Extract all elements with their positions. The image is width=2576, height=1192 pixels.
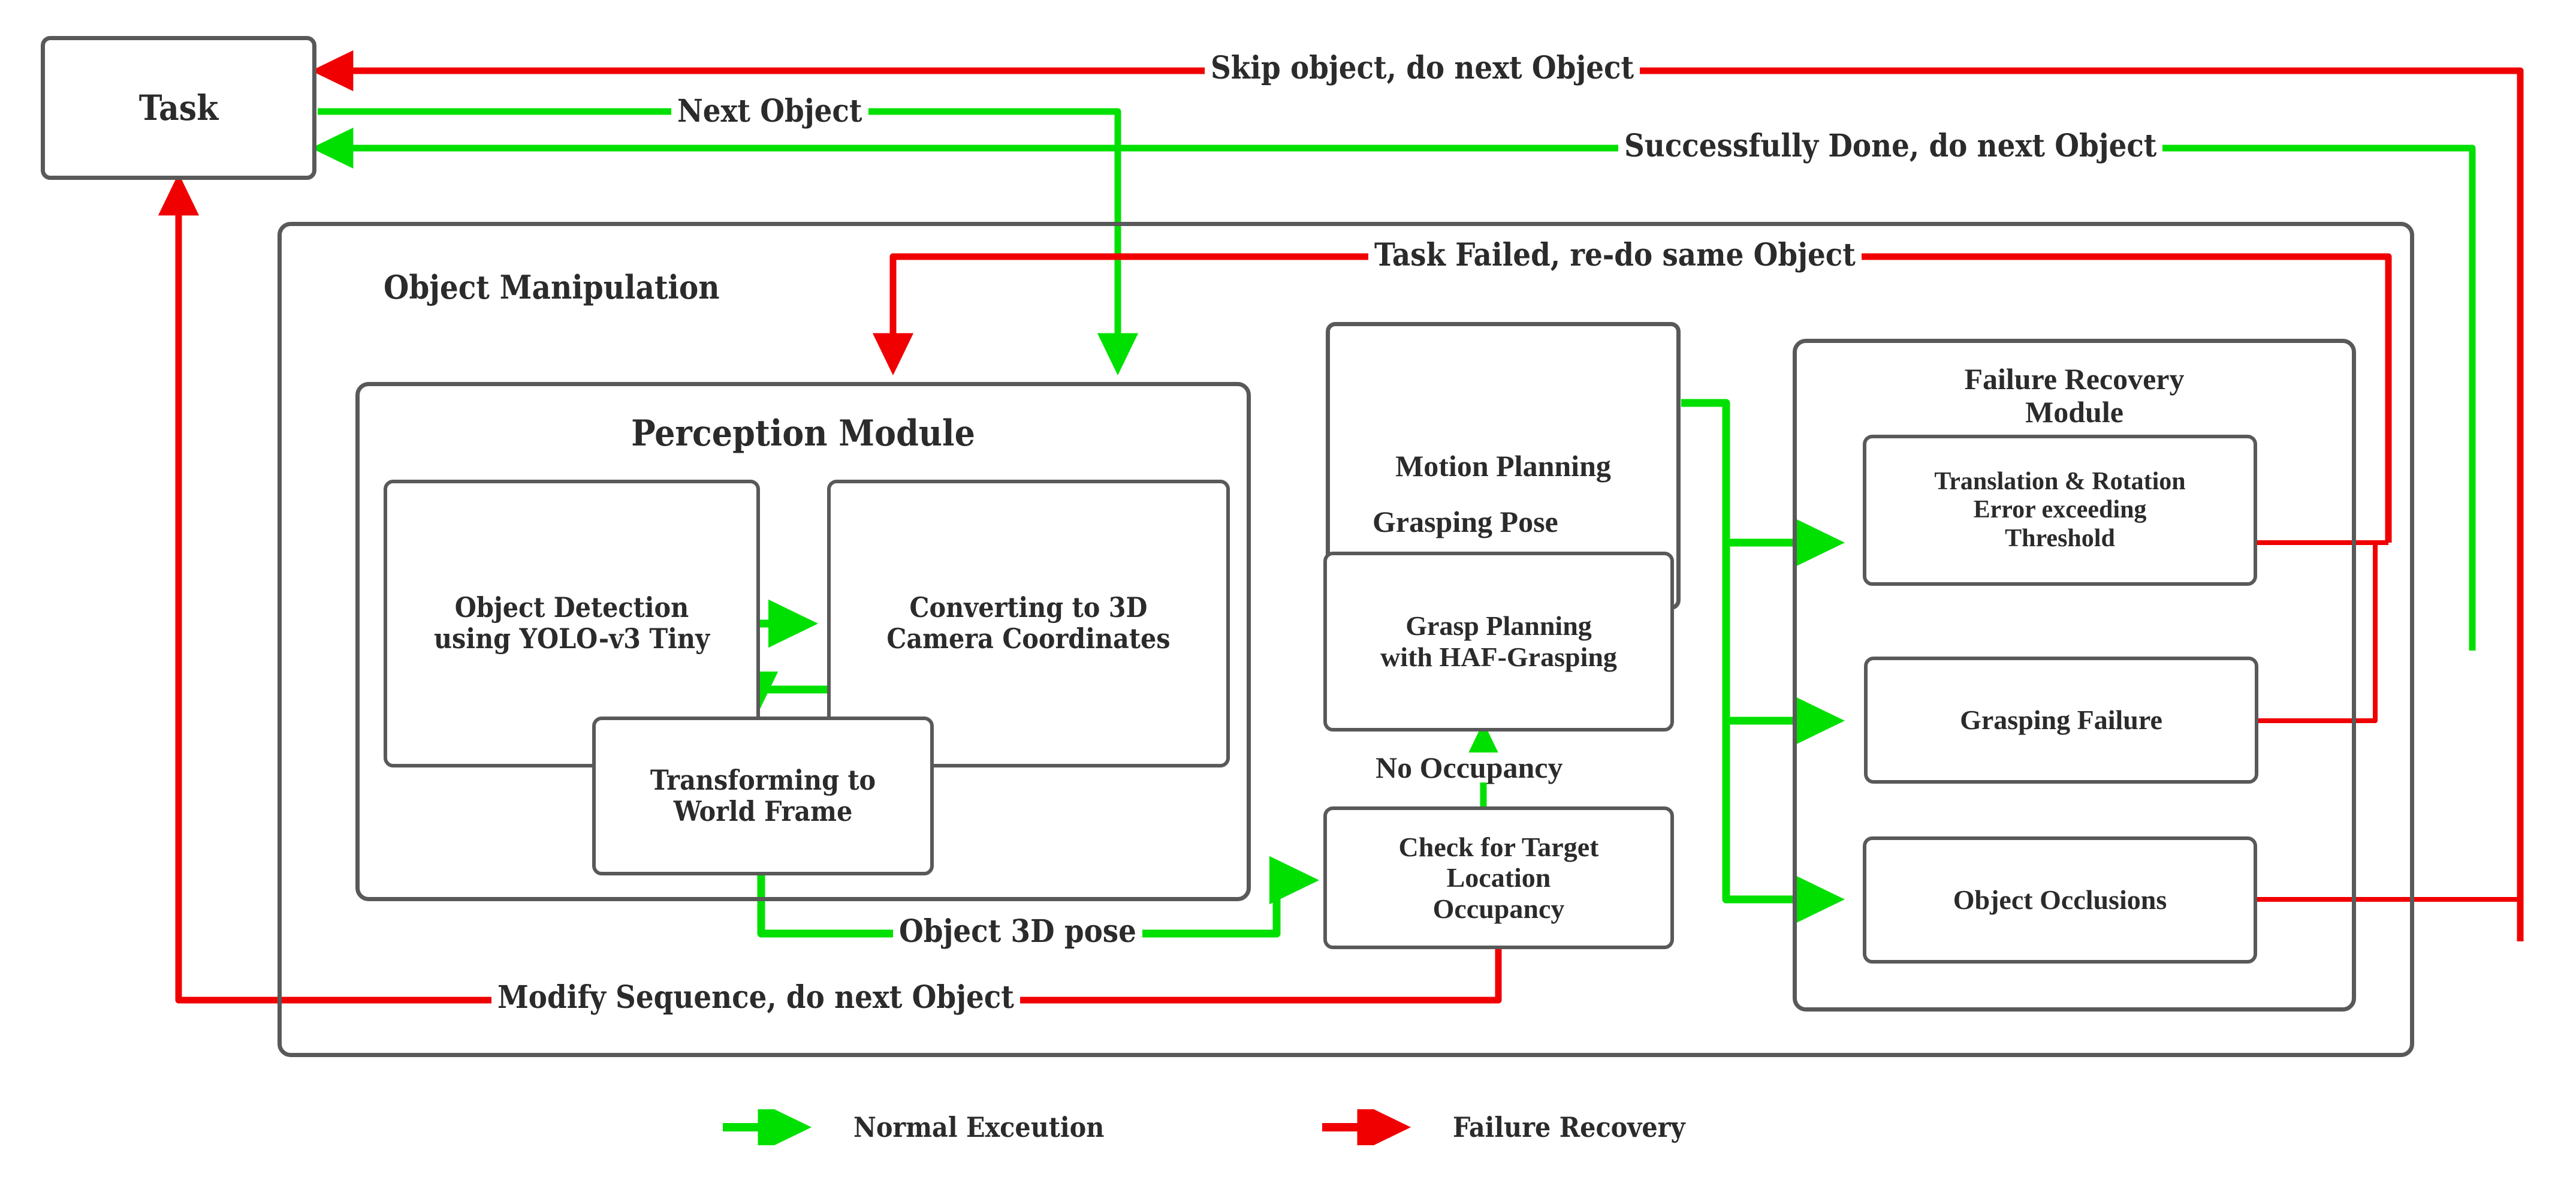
node-transforming-world-label: Transforming to World Frame xyxy=(650,763,876,827)
group-object-manipulation-label: Object Manipulation xyxy=(384,268,720,306)
edge-label-task-failed: Task Failed, re-do same Object xyxy=(1368,240,1862,271)
node-object-occlusions[interactable]: Object Occlusions xyxy=(1863,836,2257,964)
node-converting-3d-label: Converting to 3D Camera Coordinates xyxy=(886,591,1171,655)
node-grasp-planning[interactable]: Grasp Planning with HAF-Grasping xyxy=(1323,552,1674,732)
node-task-label: Task xyxy=(138,87,219,128)
legend-item-failure-recovery: Failure Recovery xyxy=(1319,1109,1685,1145)
edge-motion-to-translation-error xyxy=(1681,399,1845,567)
legend: Normal Exceution Failure Recovery xyxy=(719,1103,1978,1169)
node-grasping-failure-label: Grasping Failure xyxy=(1960,705,2162,736)
edge-label-next-object: Next Object xyxy=(671,96,868,127)
green-arrow-icon xyxy=(723,1109,812,1145)
node-grasp-planning-label: Grasp Planning with HAF-Grasping xyxy=(1380,610,1617,672)
edge-label-skip-object: Skip object, do next Object xyxy=(1205,53,1640,84)
legend-item-normal-execution: Normal Exceution xyxy=(719,1109,1104,1145)
edge-label-successfully-done: Successfully Done, do next Object xyxy=(1618,131,2163,162)
edge-label-modify-sequence: Modify Sequence, do next Object xyxy=(491,982,1020,1013)
edge-successfully-done xyxy=(311,127,2476,651)
edge-grasping-failure-out xyxy=(2255,543,2378,723)
edge-label-no-occupancy: No Occupancy xyxy=(1370,752,1569,782)
node-motion-planning-label: Motion Planning xyxy=(1395,449,1611,483)
node-check-occupancy-label: Check for Target Location Occupancy xyxy=(1398,831,1599,924)
legend-label-normal-execution: Normal Exceution xyxy=(853,1111,1105,1143)
edge-skip-object xyxy=(311,50,2524,941)
node-translation-rotation-error-label: Translation & Rotation Error exceeding T… xyxy=(1934,468,2186,552)
edge-motion-to-object-occlusions xyxy=(1722,721,1845,924)
node-task[interactable]: Task xyxy=(41,36,316,180)
group-object-manipulation xyxy=(277,222,2414,1057)
edge-next-object xyxy=(318,108,1139,375)
node-grasping-failure[interactable]: Grasping Failure xyxy=(1864,657,2258,784)
node-check-occupancy[interactable]: Check for Target Location Occupancy xyxy=(1323,806,1674,949)
node-translation-rotation-error[interactable]: Translation & Rotation Error exceeding T… xyxy=(1863,435,2257,586)
node-object-detection-label: Object Detection using YOLO-v3 Tiny xyxy=(433,591,710,655)
group-perception-module xyxy=(355,382,1251,901)
group-failure-recovery-module xyxy=(1793,339,2356,1012)
red-arrow-icon xyxy=(1322,1109,1411,1145)
group-perception-module-label: Perception Module xyxy=(631,413,975,454)
group-failure-recovery-module-label: Failure Recovery Module xyxy=(1964,362,2185,429)
legend-label-failure-recovery: Failure Recovery xyxy=(1453,1111,1685,1143)
node-object-occlusions-label: Object Occlusions xyxy=(1953,884,2167,916)
edge-label-grasping-pose: Grasping Pose xyxy=(1367,507,1564,537)
node-transforming-world[interactable]: Transforming to World Frame xyxy=(592,717,934,875)
edge-label-object-3d-pose: Object 3D pose xyxy=(893,916,1142,947)
